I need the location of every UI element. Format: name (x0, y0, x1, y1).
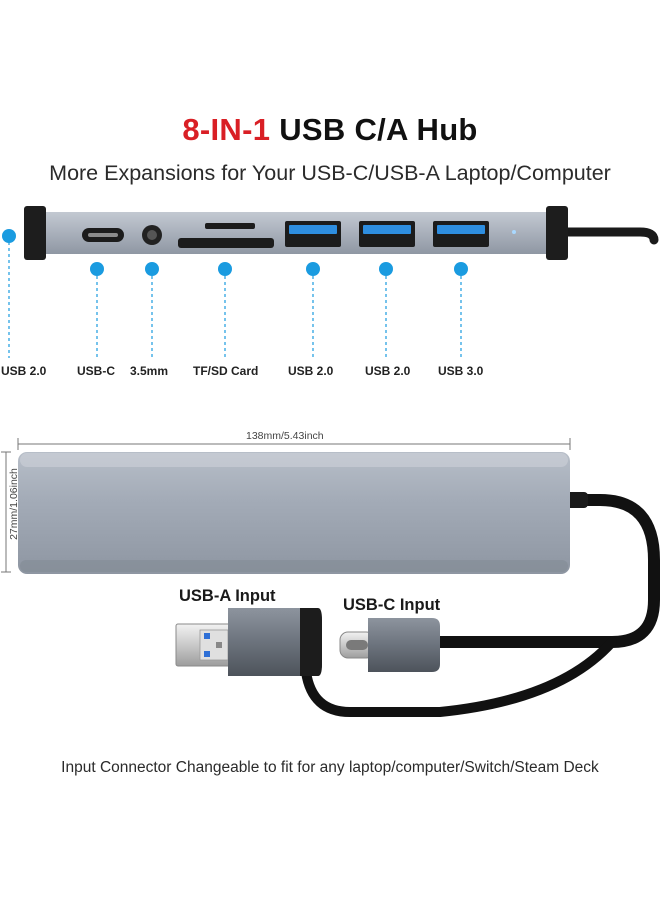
usb-c-plug (339, 618, 440, 672)
main-cable (430, 494, 660, 648)
hub-right-cap (546, 206, 568, 260)
led-icon (512, 230, 516, 234)
width-dimension-label: 138mm/5.43inch (246, 430, 324, 442)
port-label-usb2-a: USB 2.0 (288, 364, 334, 378)
height-dimension-label: 27mm/1.06inch (8, 468, 20, 540)
footer-caption: Input Connector Changeable to fit for an… (61, 759, 599, 776)
callout-dot-usbc (90, 262, 104, 276)
usb-a-port-1-icon (285, 221, 341, 247)
hub-cable-top (543, 227, 659, 245)
port-label-usbc: USB-C (77, 364, 115, 378)
callout-dot-usb2-b (379, 262, 393, 276)
port-label-sd: TF/SD Card (193, 364, 259, 378)
callout-dot-usb2-a (306, 262, 320, 276)
page-subtitle: More Expansions for Your USB-C/USB-A Lap… (49, 161, 611, 185)
port-label-usb2-b: USB 2.0 (365, 364, 411, 378)
page-title: 8-IN-1 USB C/A Hub (0, 112, 660, 148)
usb-a-port-2-icon (359, 221, 415, 247)
usb-a-port-3-icon (433, 221, 489, 247)
callout-dot-sd (218, 262, 232, 276)
port-label-audio: 3.5mm (130, 364, 169, 378)
usb-c-input-label: USB-C Input (343, 596, 441, 614)
callout-dot-audio (145, 262, 159, 276)
callout-dot-usb3 (454, 262, 468, 276)
callout-dot-usb2-left (2, 229, 16, 243)
usb-a-input-label: USB-A Input (179, 587, 276, 605)
port-label-usb2-left: USB 2.0 (1, 364, 47, 378)
tf-slot-icon (205, 223, 255, 229)
hub-left-cap (24, 206, 46, 260)
split-cable (301, 637, 617, 717)
title-highlight: 8-IN-1 (182, 112, 271, 147)
hub-side-view (24, 206, 659, 260)
hub-top-view (18, 452, 570, 574)
title-main: USB C/A Hub (279, 112, 478, 147)
port-label-usb3: USB 3.0 (438, 364, 484, 378)
callouts (8, 242, 462, 358)
sd-slot-icon (178, 238, 274, 248)
usb-a-plug (175, 608, 322, 676)
height-dimension (1, 451, 11, 573)
width-dimension (17, 438, 571, 450)
